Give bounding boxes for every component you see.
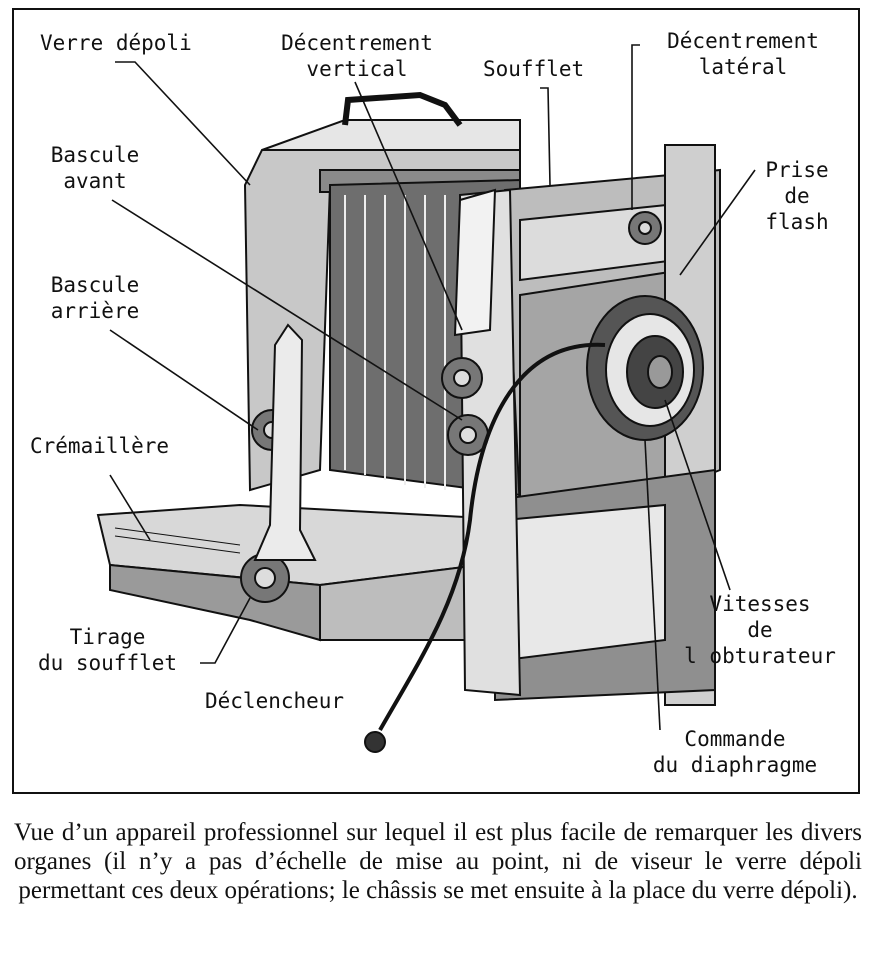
label-cremaillere: Crémaillère bbox=[30, 434, 170, 458]
label-soufflet: Soufflet bbox=[483, 57, 585, 81]
lens bbox=[586, 295, 704, 441]
label-tirage-line2: du soufflet bbox=[37, 651, 178, 675]
label-prise-flash-line1: Prise bbox=[765, 158, 829, 182]
label-tirage-line1: Tirage bbox=[69, 625, 146, 649]
tilt-bracket bbox=[453, 188, 497, 337]
label-prise-flash-line2: de bbox=[784, 184, 810, 208]
rear-standard bbox=[243, 119, 521, 492]
label-decentrement-lateral-line2: latéral bbox=[698, 55, 788, 79]
label-verre-depoli: Verre dépoli bbox=[40, 31, 192, 55]
label-decentrement-lateral: Décentrement latéral bbox=[648, 28, 838, 80]
label-prise-flash-line3: flash bbox=[765, 210, 829, 234]
handle bbox=[342, 91, 463, 127]
rack-teeth bbox=[114, 527, 241, 554]
label-commande-line1: Commande bbox=[684, 727, 786, 751]
label-bascule-avant-line1: Bascule bbox=[50, 143, 140, 167]
label-vitesses-obturateur: Vitesses de l obturateur bbox=[665, 591, 855, 669]
label-bascule-avant-line2: avant bbox=[63, 169, 127, 193]
label-decentrement-vertical: Décentrement vertical bbox=[262, 30, 452, 82]
label-decentrement-lateral-line1: Décentrement bbox=[667, 29, 819, 53]
figure-caption: Vue d’un appareil professionnel sur lequ… bbox=[14, 819, 862, 904]
label-bascule-arriere: Bascule arrière bbox=[40, 272, 150, 324]
label-declencheur: Déclencheur bbox=[205, 689, 345, 713]
camera-illustration bbox=[96, 44, 756, 753]
label-tirage-soufflet: Tirage du soufflet bbox=[25, 624, 190, 676]
label-bascule-arriere-line1: Bascule bbox=[50, 273, 140, 297]
rear-arm bbox=[253, 323, 317, 561]
label-vitesses-line1: Vitesses bbox=[709, 592, 811, 616]
label-decentrement-vertical-line2: vertical bbox=[306, 57, 408, 81]
label-vitesses-line3: l obturateur bbox=[684, 644, 836, 668]
label-vitesses-line2: de bbox=[747, 618, 773, 642]
label-commande-diaphragme: Commande du diaphragme bbox=[630, 726, 840, 778]
cable-release bbox=[378, 342, 606, 731]
label-prise-flash: Prise de flash bbox=[752, 157, 842, 235]
label-commande-line2: du diaphragme bbox=[652, 753, 818, 777]
label-bascule-avant: Bascule avant bbox=[40, 142, 150, 194]
label-bascule-arriere-line2: arrière bbox=[50, 299, 140, 323]
leader-lines bbox=[109, 44, 756, 731]
label-decentrement-vertical-line1: Décentrement bbox=[281, 31, 433, 55]
